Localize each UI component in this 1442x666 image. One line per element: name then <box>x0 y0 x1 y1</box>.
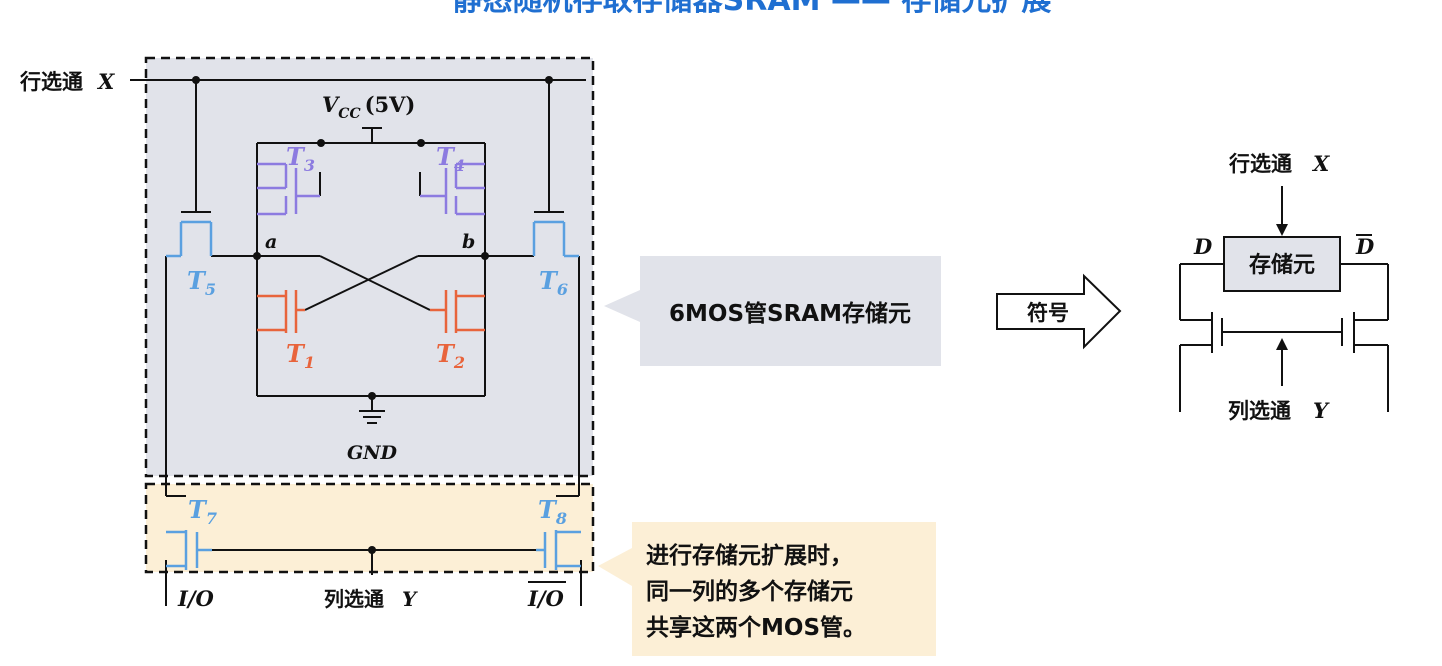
t6-label: T6 <box>539 266 568 299</box>
junction-dots <box>192 76 553 554</box>
t2-label: T2 <box>436 339 465 372</box>
symbol-row-select: 行选通 <box>1228 152 1292 176</box>
t4-label: T4 <box>436 142 465 175</box>
yellow-callout-line2: 同一列的多个存储元 <box>646 578 853 605</box>
vcc-label: VCC(5V) <box>322 92 415 122</box>
io-label: I/O <box>177 586 214 611</box>
symbol-arrow <box>996 273 1122 350</box>
t8-label: T8 <box>538 495 567 528</box>
symbol-d-label: D <box>1193 234 1213 259</box>
row-select-var: X <box>96 69 115 94</box>
yellow-callout-line1: 进行存储元扩展时， <box>646 542 853 569</box>
transistor-t2 <box>430 290 485 333</box>
cell-panel <box>146 58 593 476</box>
io-bar-label: I/O <box>527 586 564 611</box>
col-select-var: Y <box>402 587 418 611</box>
transistor-t5 <box>166 220 213 258</box>
symbol-wires <box>1179 263 1389 412</box>
transistor-t1 <box>257 290 305 333</box>
symbol-col-arrowhead <box>1276 338 1288 350</box>
transistor-t7 <box>166 530 212 570</box>
t5-label: T5 <box>187 266 216 299</box>
symbol-d-bar-label: D <box>1355 234 1375 259</box>
column-panel <box>146 484 593 572</box>
symbol-row-arrowhead <box>1276 224 1288 236</box>
transistor-t8 <box>536 530 581 570</box>
symbol-cell-label: 存储元 <box>1249 252 1315 278</box>
gray-callout-bubble <box>604 256 941 366</box>
yellow-callout-line3: 共享这两个MOS管。 <box>646 614 866 641</box>
symbol-col-var: Y <box>1313 398 1330 423</box>
symbol-row-var: X <box>1311 151 1330 176</box>
yellow-callout-bubble <box>598 522 936 656</box>
column-dashed-border <box>144 482 595 574</box>
node-a-label: a <box>265 231 277 253</box>
col-select-text: 列选通 <box>324 587 384 611</box>
symbol-arrow-label: 符号 <box>1027 301 1069 325</box>
t1-label: T1 <box>286 339 315 372</box>
node-b-label: b <box>462 231 475 253</box>
transistor-t6 <box>532 220 579 258</box>
page-title: 静态随机存取存储器SRAM —— 存储元扩展 <box>453 0 1052 18</box>
transistor-t3 <box>257 162 320 216</box>
t7-label: T7 <box>188 495 217 528</box>
t3-label: T3 <box>286 142 315 175</box>
transistor-t4 <box>420 162 485 216</box>
symbol-col-select: 列选通 <box>1228 399 1291 423</box>
row-select-text: 行选通 <box>19 70 83 94</box>
gray-callout-text: 6MOS管SRAM存储元 <box>669 300 911 327</box>
gnd-label: GND <box>347 442 398 464</box>
cell-dashed-border <box>144 56 595 478</box>
row-select-label: 行选通 X <box>19 69 115 94</box>
